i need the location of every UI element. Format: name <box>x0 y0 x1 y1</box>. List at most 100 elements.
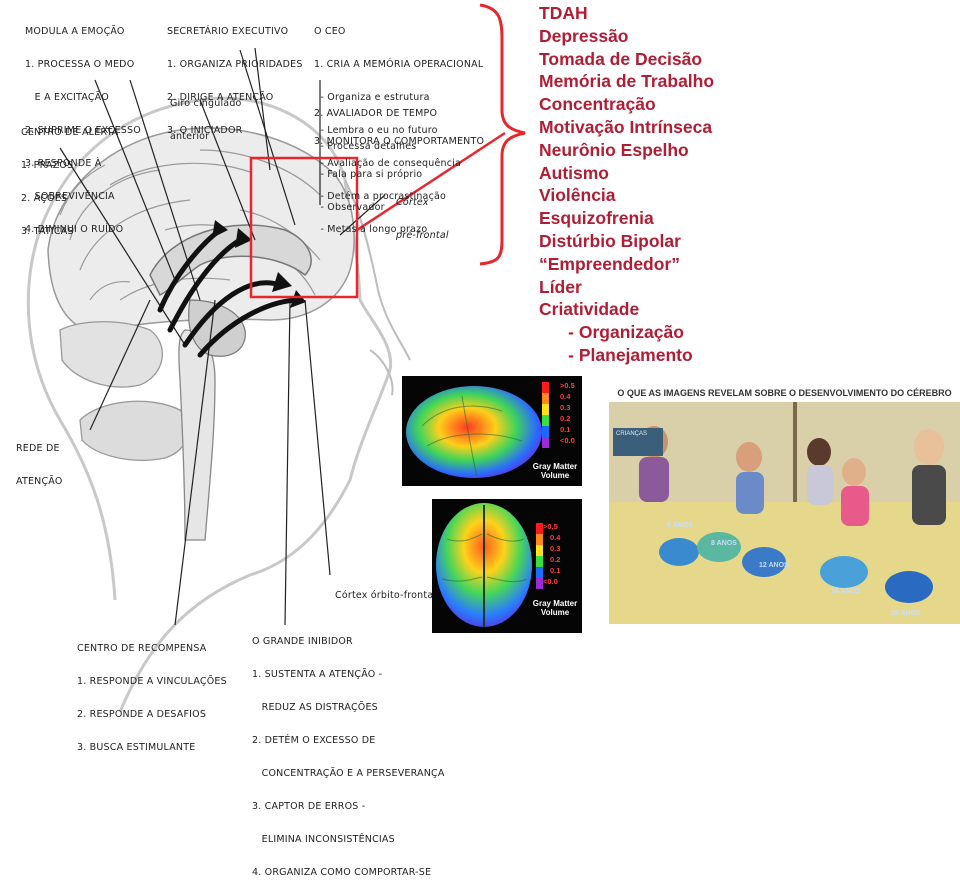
label-line: 1. PROCESSA O MEDO <box>25 59 135 70</box>
condition-item: TDAH <box>539 3 588 23</box>
label-line: 2. AVALIADOR DE TEMPO <box>314 108 438 119</box>
label-line: 3. BUSCA ESTIMULANTE <box>77 742 196 753</box>
condition-item: Concentração <box>539 94 656 115</box>
label-line: E A EXCITAÇÃO <box>25 92 109 103</box>
scale-swatch <box>536 567 543 578</box>
behavior-monitor-label: 3. MONITORA O COMPORTAMENTO - Fala para … <box>314 114 484 224</box>
label-line: - Observador <box>314 202 385 213</box>
scale-tick: 0.3 <box>560 403 571 412</box>
color-scale <box>542 382 554 448</box>
label-line: 1. CRIA A MEMÓRIA OPERACIONAL <box>314 59 484 70</box>
condition-item: - Organização <box>539 322 684 343</box>
orbitofrontal-cortex-label: Córtex órbito-frontal <box>335 568 436 612</box>
cingulate-gyrus-label: Giro cingulado anterior <box>170 76 242 153</box>
label-line: REDUZ AS DISTRAÇÕES <box>252 702 378 713</box>
scale-swatch <box>536 578 543 589</box>
scale-tick: >0.5 <box>543 522 558 531</box>
label-line: 2. DIRIGE A ATENÇÃO <box>167 92 274 103</box>
condition-item: Neurônio Espelho <box>539 139 689 160</box>
label-line: - Avaliação de consequência <box>314 158 461 169</box>
scale-tick: 0.3 <box>550 544 561 553</box>
label-line: - Lembra o eu no futuro <box>314 125 438 136</box>
scale-tick: <0.0 <box>543 577 558 586</box>
condition-item: Depressão <box>539 25 629 46</box>
age-label: 5 ANOS <box>667 522 693 529</box>
condition-item: Memória de Trabalho <box>539 71 715 92</box>
condition-item: Motivação Intrínseca <box>539 116 713 137</box>
age-label: 8 ANOS <box>711 540 737 547</box>
label-line: ATENÇÃO <box>16 476 63 487</box>
caption-line: Volume <box>540 471 570 480</box>
caption-line: Volume <box>540 608 570 617</box>
scale-tick: 0.4 <box>560 392 571 401</box>
condition-item: Autismo <box>539 162 609 183</box>
label-line: 1. RESPONDE A VINCULAÇÕES <box>77 676 227 687</box>
color-scale <box>536 523 548 589</box>
label-line: 2. SUPRIME O EXCESSO <box>25 125 141 136</box>
condition-item: - Planejamento <box>539 344 693 365</box>
emotion-module-label: MODULA A EMOÇÃO 1. PROCESSA O MEDO E A E… <box>25 4 141 246</box>
label-line: anterior <box>170 131 210 142</box>
brain-diagram <box>26 3 526 713</box>
label-line: pré-frontal <box>396 230 449 241</box>
scale-tick: 0.1 <box>550 566 561 575</box>
label-line: 2. RESPONDE A DESAFIOS <box>77 709 207 720</box>
condition-item: Esquizofrenia <box>539 208 654 229</box>
label-line: 3. O INICIADOR <box>167 125 243 136</box>
label-line: O GRANDE INIBIDOR <box>252 636 353 647</box>
caption-line: Gray Matter <box>532 462 578 471</box>
condition-item: “Empreendedor” <box>539 253 680 274</box>
ceo-label: O CEO 1. CRIA A MEMÓRIA OPERACIONAL - Or… <box>314 4 483 246</box>
scale-caption: Gray Matter Volume <box>528 462 582 480</box>
alert-center-label: CENTRO DE ALERTA 1. PRAZOS 2. AÇÕES 3. T… <box>21 105 118 248</box>
condition-item: Distúrbio Bipolar <box>539 230 681 251</box>
brain-scan-top: >0.5 0.4 0.3 0.2 0.1 <0.0 Gray Matter Vo… <box>432 499 582 633</box>
magazine-photo <box>609 402 960 624</box>
label-line: 2. DETÉM O EXCESSO DE <box>252 735 376 746</box>
conditions-list: TDAH Depressão Tomada de Decisão Memória… <box>539 2 714 367</box>
reward-center-label: CENTRO DE RECOMPENSA 1. RESPONDE A VINCU… <box>77 621 227 764</box>
prefrontal-highlight-box <box>249 156 359 299</box>
label-line: - Detém a procrastinação <box>314 191 447 202</box>
great-inhibitor-label: O GRANDE INIBIDOR 1. SUSTENTA A ATENÇÃO … <box>252 614 445 889</box>
age-label: 20 ANOS <box>891 610 921 617</box>
magazine-box: CRIANÇAS <box>613 428 663 456</box>
label-line: SOBREVIVÊNCIA <box>25 191 115 202</box>
label-line: 1. ORGANIZA PRIORIDADES <box>167 59 303 70</box>
scan-image <box>406 386 542 478</box>
time-evaluator-label: 2. AVALIADOR DE TEMPO - Processa detalhe… <box>314 86 437 163</box>
executive-secretary-label: SECRETÁRIO EXECUTIVO 1. ORGANIZA PRIORID… <box>167 4 303 147</box>
scale-tick: 0.4 <box>550 533 561 542</box>
attention-network-label: REDE DE ATENÇÃO <box>16 421 63 498</box>
scale-swatch <box>542 437 549 448</box>
label-line: CONCENTRAÇÃO E A PERSEVERANÇA <box>252 768 445 779</box>
label-line: Córtex órbito-frontal <box>335 590 437 601</box>
label-line: O CEO <box>314 26 346 37</box>
magazine-spread: O QUE AS IMAGENS REVELAM SOBRE O DESENVO… <box>609 384 960 624</box>
label-line: CENTRO DE RECOMPENSA <box>77 643 207 654</box>
label-line: 2. AÇÕES <box>21 193 68 204</box>
magazine-title: O QUE AS IMAGENS REVELAM SOBRE O DESENVO… <box>609 384 960 402</box>
prefrontal-cortex-label: Córtex pré-frontal <box>396 175 449 252</box>
scale-caption: Gray Matter Volume <box>528 599 582 617</box>
label-line: - Processa detalhes <box>314 141 417 152</box>
scale-swatch <box>542 415 549 426</box>
scale-tick: <0.0 <box>560 436 575 445</box>
label-line: - Metas a longo prazo <box>314 224 428 235</box>
label-line: 3. RESPONDE À <box>25 158 102 169</box>
scale-tick: 0.2 <box>550 555 561 564</box>
label-line: SECRETÁRIO EXECUTIVO <box>167 26 289 37</box>
scale-tick: 0.1 <box>560 425 571 434</box>
scale-swatch <box>542 382 549 393</box>
label-line: Giro cingulado <box>170 98 242 109</box>
condition-item: Criatividade <box>539 299 640 320</box>
label-line: - Organiza e estrutura <box>314 92 430 103</box>
scale-swatch <box>536 534 543 545</box>
scale-swatch <box>542 404 549 415</box>
label-line: 1. SUSTENTA A ATENÇÃO - <box>252 669 383 680</box>
label-line: CENTRO DE ALERTA <box>21 127 119 138</box>
label-line: REDE DE <box>16 443 60 454</box>
label-line: - Fala para si próprio <box>314 169 423 180</box>
caption-line: Gray Matter <box>532 599 578 608</box>
scale-tick: >0.5 <box>560 381 575 390</box>
